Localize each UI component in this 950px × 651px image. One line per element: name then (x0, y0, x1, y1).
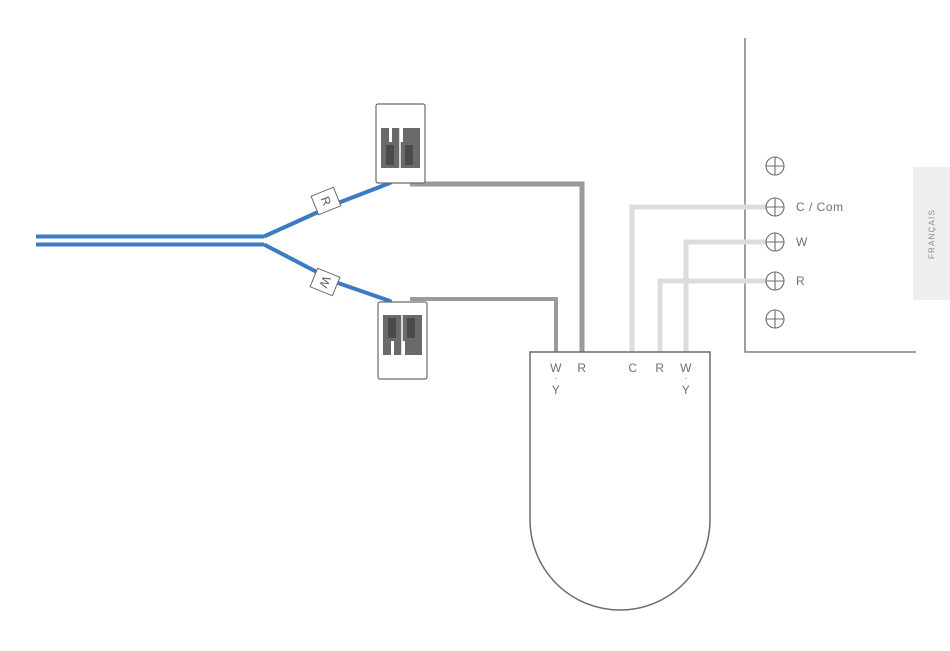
connector-port (386, 145, 394, 165)
wire-w-to-w (686, 242, 766, 352)
terminal-label-y: Y (552, 383, 561, 397)
language-tab[interactable]: FRANÇAIS (913, 167, 950, 300)
wall-label-c-com: C / Com (796, 200, 844, 214)
wall-terminals (766, 157, 784, 328)
screw-terminal-icon (766, 198, 784, 216)
terminal-label-c: C (628, 361, 637, 375)
connector-slot (389, 128, 392, 142)
connector-port (405, 145, 413, 165)
screw-terminal-icon (766, 310, 784, 328)
terminal-label-r: R (577, 361, 586, 375)
wire-connector-top (376, 104, 425, 183)
connector-port (407, 318, 415, 338)
terminal-label-dot: · (684, 373, 688, 383)
connector-slot (391, 341, 394, 355)
wire-w-connector-to-device (410, 299, 556, 352)
terminal-label-r: R (655, 361, 664, 375)
wall-plate-outline (745, 38, 916, 352)
wire-connector-bottom (378, 302, 427, 379)
screw-terminal-icon (766, 272, 784, 290)
wall-label-w: W (796, 235, 808, 249)
terminal-label-dot: · (554, 373, 558, 383)
wall-label-r: R (796, 274, 805, 288)
terminal-label-y: Y (682, 383, 691, 397)
wire-r-to-r (660, 281, 766, 352)
device-terminal-labels: W · Y R C R W · Y (550, 361, 692, 397)
screw-terminal-icon (766, 233, 784, 251)
connector-port (388, 318, 396, 338)
language-tab-label: FRANÇAIS (927, 208, 936, 258)
dark-gray-wires (410, 184, 582, 352)
wire-tag-r: R (311, 187, 341, 215)
blue-cable (36, 166, 391, 318)
light-gray-wires (632, 207, 766, 352)
screw-terminal-icon (766, 157, 784, 175)
